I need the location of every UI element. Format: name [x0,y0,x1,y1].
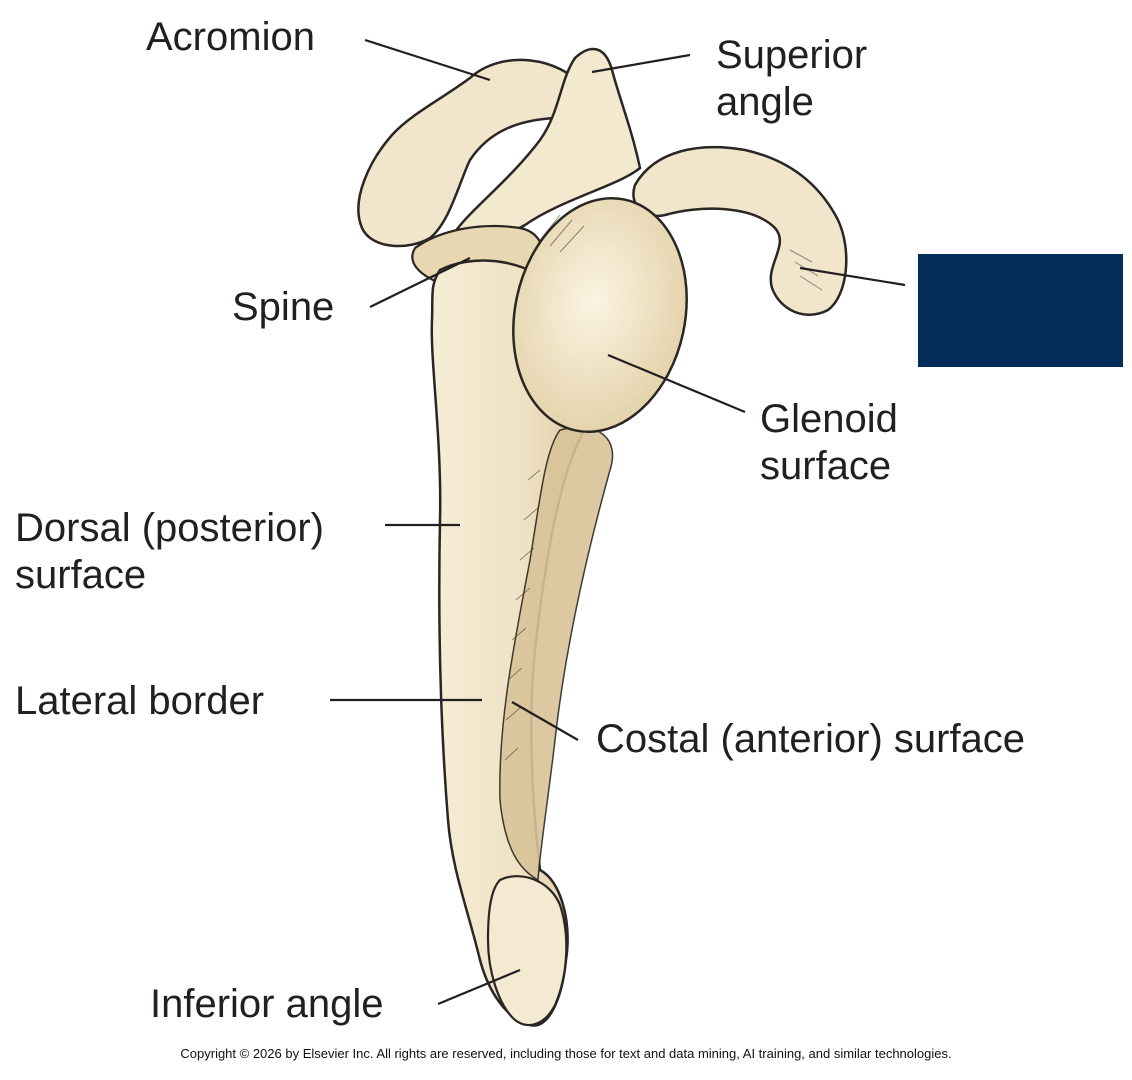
label-spine: Spine [232,285,335,329]
inferior-angle-tip [486,875,568,1027]
label-inferior-angle: Inferior angle [150,982,384,1026]
label-acromion: Acromion [146,15,315,59]
label-dorsal-line2: surface [15,553,147,598]
leader-spine [369,257,471,308]
label-costal-surface: Costal (anterior) surface [596,717,1026,761]
acromion-process [357,58,592,248]
costal-surface-shading [499,426,614,882]
leader-acromion [364,38,491,82]
superior-angle-blade [453,47,642,241]
leader-lines [330,38,906,1006]
label-dorsal-line1: Dorsal (posterior) [15,506,324,550]
leader-costal [511,701,579,741]
hatching-lines [504,214,823,761]
leader-glenoid [607,353,746,414]
coracoid-process [632,145,848,316]
label-glenoid-surface: Glenoid surface [760,396,898,490]
label-superior-angle-line2: angle [716,80,814,125]
leader-superior-angle [591,53,691,74]
label-dorsal-surface: Dorsal (posterior) surface [15,505,324,599]
label-glenoid-line1: Glenoid [760,397,898,441]
hidden-label-box[interactable] [918,254,1123,367]
leader-inferior-angle [437,968,521,1006]
glenoid-fossa [512,196,688,434]
copyright-notice: Copyright © 2026 by Elsevier Inc. All ri… [180,1046,952,1061]
label-lateral-border: Lateral border [15,679,265,723]
label-superior-angle: Superior angle [716,32,867,126]
leader-coracoid [799,266,906,287]
label-glenoid-line2: surface [760,444,892,489]
label-superior-angle-line1: Superior [716,33,868,77]
